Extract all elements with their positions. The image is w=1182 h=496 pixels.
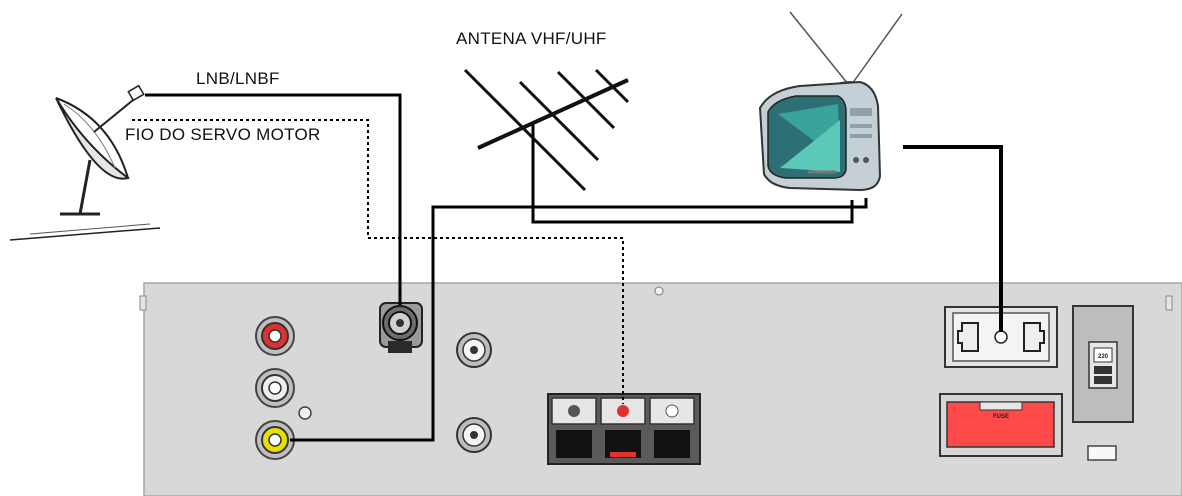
lnb-cable	[145, 93, 402, 305]
lnb-f-connector	[379, 302, 423, 353]
yagi-antenna-icon	[463, 68, 630, 192]
television-icon	[758, 11, 903, 192]
rca-white-jack	[255, 368, 295, 408]
cables	[132, 93, 1003, 442]
power-socket	[944, 306, 1058, 368]
lnb-label: LNB/LNBF	[196, 69, 280, 88]
small-led-hole	[298, 406, 312, 420]
voltage-label: 220	[1098, 354, 1109, 360]
panel-small-slot	[1087, 445, 1117, 461]
antenna-to-tv-cable	[531, 125, 854, 224]
servo-wire-label: FIO DO SERVO MOTOR	[125, 125, 321, 144]
rca-red-jack	[255, 316, 295, 356]
voltage-switch: 220	[1072, 305, 1134, 423]
fuse-holder: FUSE	[939, 393, 1063, 457]
tv-power-cable	[903, 145, 1003, 332]
video-out-to-tv-cable	[290, 198, 868, 442]
antenna-label: ANTENA VHF/UHF	[456, 29, 607, 48]
rf-in-connector	[456, 332, 492, 368]
rca-yellow-jack	[255, 420, 295, 460]
satellite-dish-icon	[9, 84, 161, 241]
fuse-label: FUSE	[993, 414, 1009, 420]
servo-terminal-block	[547, 393, 701, 465]
servo-motor-wire	[132, 119, 624, 404]
rf-out-connector	[456, 417, 492, 453]
